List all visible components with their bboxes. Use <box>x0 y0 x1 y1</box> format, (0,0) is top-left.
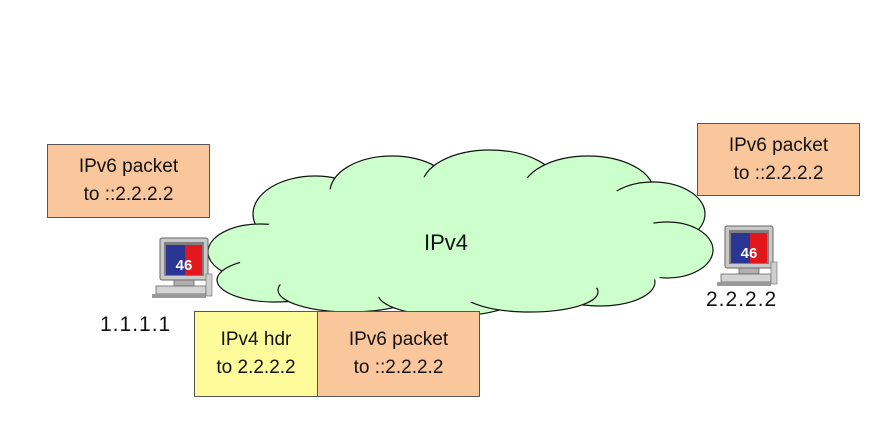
tunnel-header-line2: to 2.2.2.2 <box>216 357 296 378</box>
right-computer-icon <box>717 225 778 286</box>
left-host-address: 1.1.1.1 <box>100 313 172 336</box>
right-host-badge: 46 <box>741 245 758 262</box>
left-ipv6-packet: IPv6 packet to ::2.2.2.2 <box>47 144 210 218</box>
right-ipv6-packet: IPv6 packet to ::2.2.2.2 <box>697 123 860 196</box>
left-packet-line1: IPv6 packet <box>78 156 179 177</box>
right-host-address: 2.2.2.2 <box>706 288 778 311</box>
tunnel-ipv6-payload: IPv6 packet to ::2.2.2.2 <box>317 311 480 397</box>
left-host-badge: 46 <box>176 257 193 274</box>
tunnel-ipv4-header: IPv4 hdr to 2.2.2.2 <box>194 311 318 397</box>
tunnel-header-line1: IPv4 hdr <box>220 329 292 350</box>
right-packet-line2: to ::2.2.2.2 <box>733 162 824 184</box>
ipv4-cloud <box>207 149 714 317</box>
tunnel-payload-line2: to ::2.2.2.2 <box>353 357 444 378</box>
cloud-label: IPv4 <box>424 230 469 255</box>
right-packet-line1: IPv6 packet <box>728 134 829 156</box>
left-computer-icon <box>152 237 213 298</box>
tunnel-payload-line1: IPv6 packet <box>348 329 449 350</box>
left-packet-line2: to ::2.2.2.2 <box>83 184 174 205</box>
